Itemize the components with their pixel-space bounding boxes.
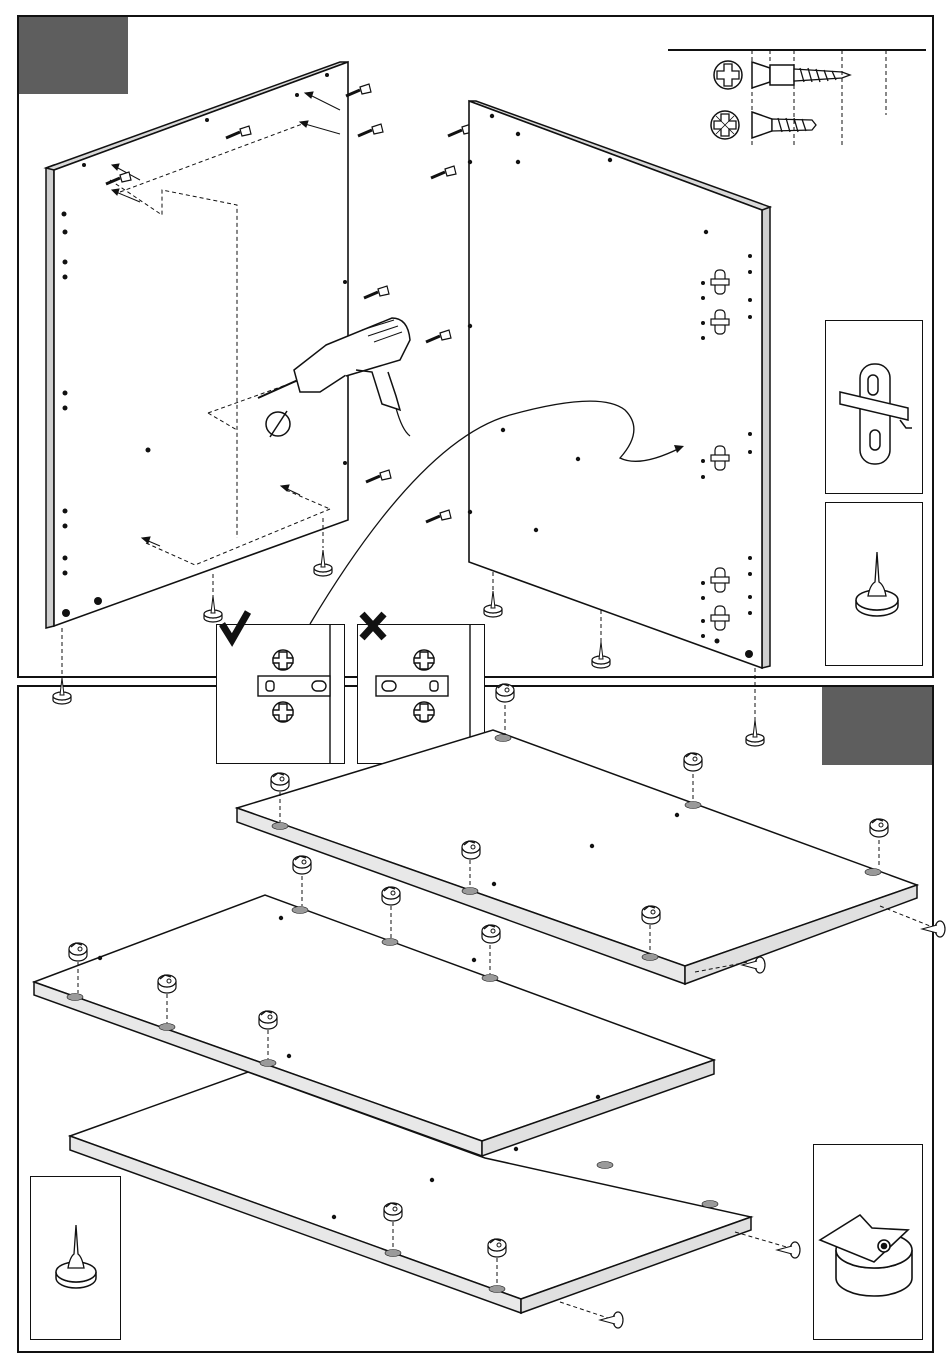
left-side-panel xyxy=(46,62,348,628)
no-drill-symbol xyxy=(266,411,290,437)
hinge-mounting-plate-icon xyxy=(840,364,912,464)
euro-screw-icon xyxy=(752,62,850,88)
correct-hinge-plate xyxy=(258,625,330,764)
checkmark-icon xyxy=(222,612,248,640)
phillips-head-icon xyxy=(714,61,742,89)
dowel-nail-icon-2 xyxy=(56,1225,96,1288)
pozidriv-head-icon xyxy=(711,111,739,139)
wood-screw-icon xyxy=(752,112,816,138)
cross-icon xyxy=(362,614,384,638)
dowel-nail-icon xyxy=(856,552,898,616)
cam-lock-icon xyxy=(820,1215,912,1296)
